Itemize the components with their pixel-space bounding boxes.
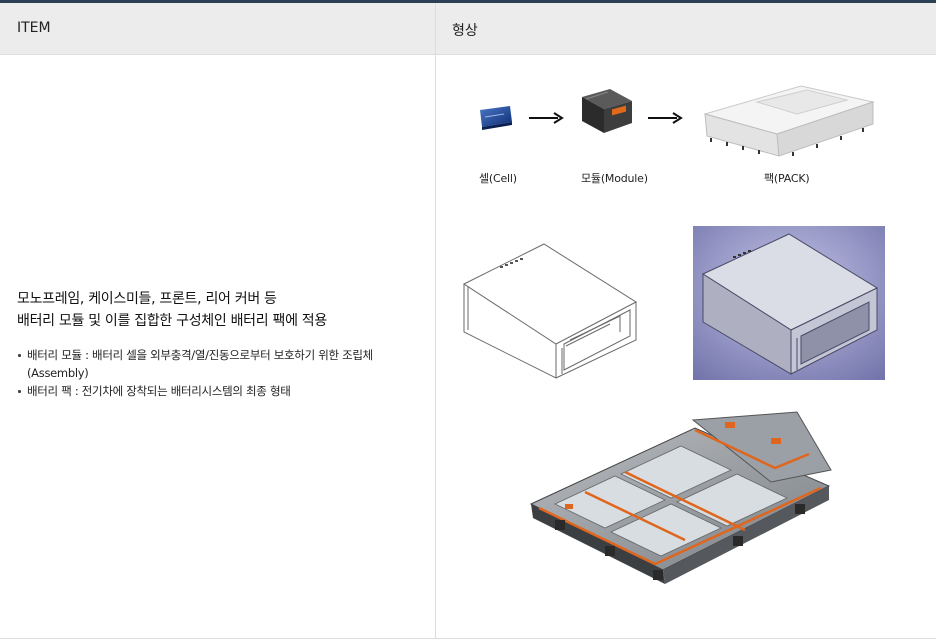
- column-divider: [435, 3, 436, 639]
- bullet-battery-pack: 배터리 팩 : 전기차에 장착되는 배터리시스템의 최종 형태: [17, 382, 427, 400]
- header-shape: 형상: [452, 23, 478, 39]
- arrow-right-icon: [529, 112, 564, 124]
- item-lead-line-1: 모노프레임, 케이스미들, 프론트, 리어 커버 등: [17, 291, 277, 307]
- cell-label: 셀(Cell): [479, 172, 517, 185]
- pack-image: [703, 85, 875, 157]
- header-item: ITEM: [17, 20, 51, 36]
- ev-battery-pack-image: [529, 411, 832, 584]
- table-top-border: [0, 0, 936, 3]
- cell-image: [480, 106, 512, 130]
- bullet-pack-line-1: 배터리 팩 : 전기차에 장착되는 배터리시스템의 최종 형태: [27, 384, 291, 398]
- item-bullet-list: 배터리 모듈 : 배터리 셀을 외부충격/열/진동으로부터 보호하기 위한 조립…: [17, 346, 427, 400]
- item-description: 모노프레임, 케이스미들, 프론트, 리어 커버 등 배터리 모듈 및 이를 집…: [17, 288, 427, 400]
- table-bottom-border: [0, 638, 936, 639]
- module-label: 모듈(Module): [581, 172, 648, 185]
- table-header-row: ITEM 형상: [0, 3, 936, 55]
- bullet-module-line-1: 배터리 모듈 : 배터리 셀을 외부충격/열/진동으로부터 보호하기 위한 조립…: [27, 348, 373, 362]
- case-cad-image: [693, 226, 885, 380]
- module-image: [582, 89, 632, 133]
- item-lead-line-2: 배터리 모듈 및 이를 집합한 구성체인 배터리 팩에 적용: [17, 313, 327, 329]
- bullet-battery-module: 배터리 모듈 : 배터리 셀을 외부충격/열/진동으로부터 보호하기 위한 조립…: [17, 346, 427, 382]
- pack-label: 팩(PACK): [764, 172, 810, 185]
- arrow-right-icon: [648, 112, 683, 124]
- case-wireframe-image: [462, 243, 638, 379]
- bullet-module-line-2: (Assembly): [27, 366, 89, 380]
